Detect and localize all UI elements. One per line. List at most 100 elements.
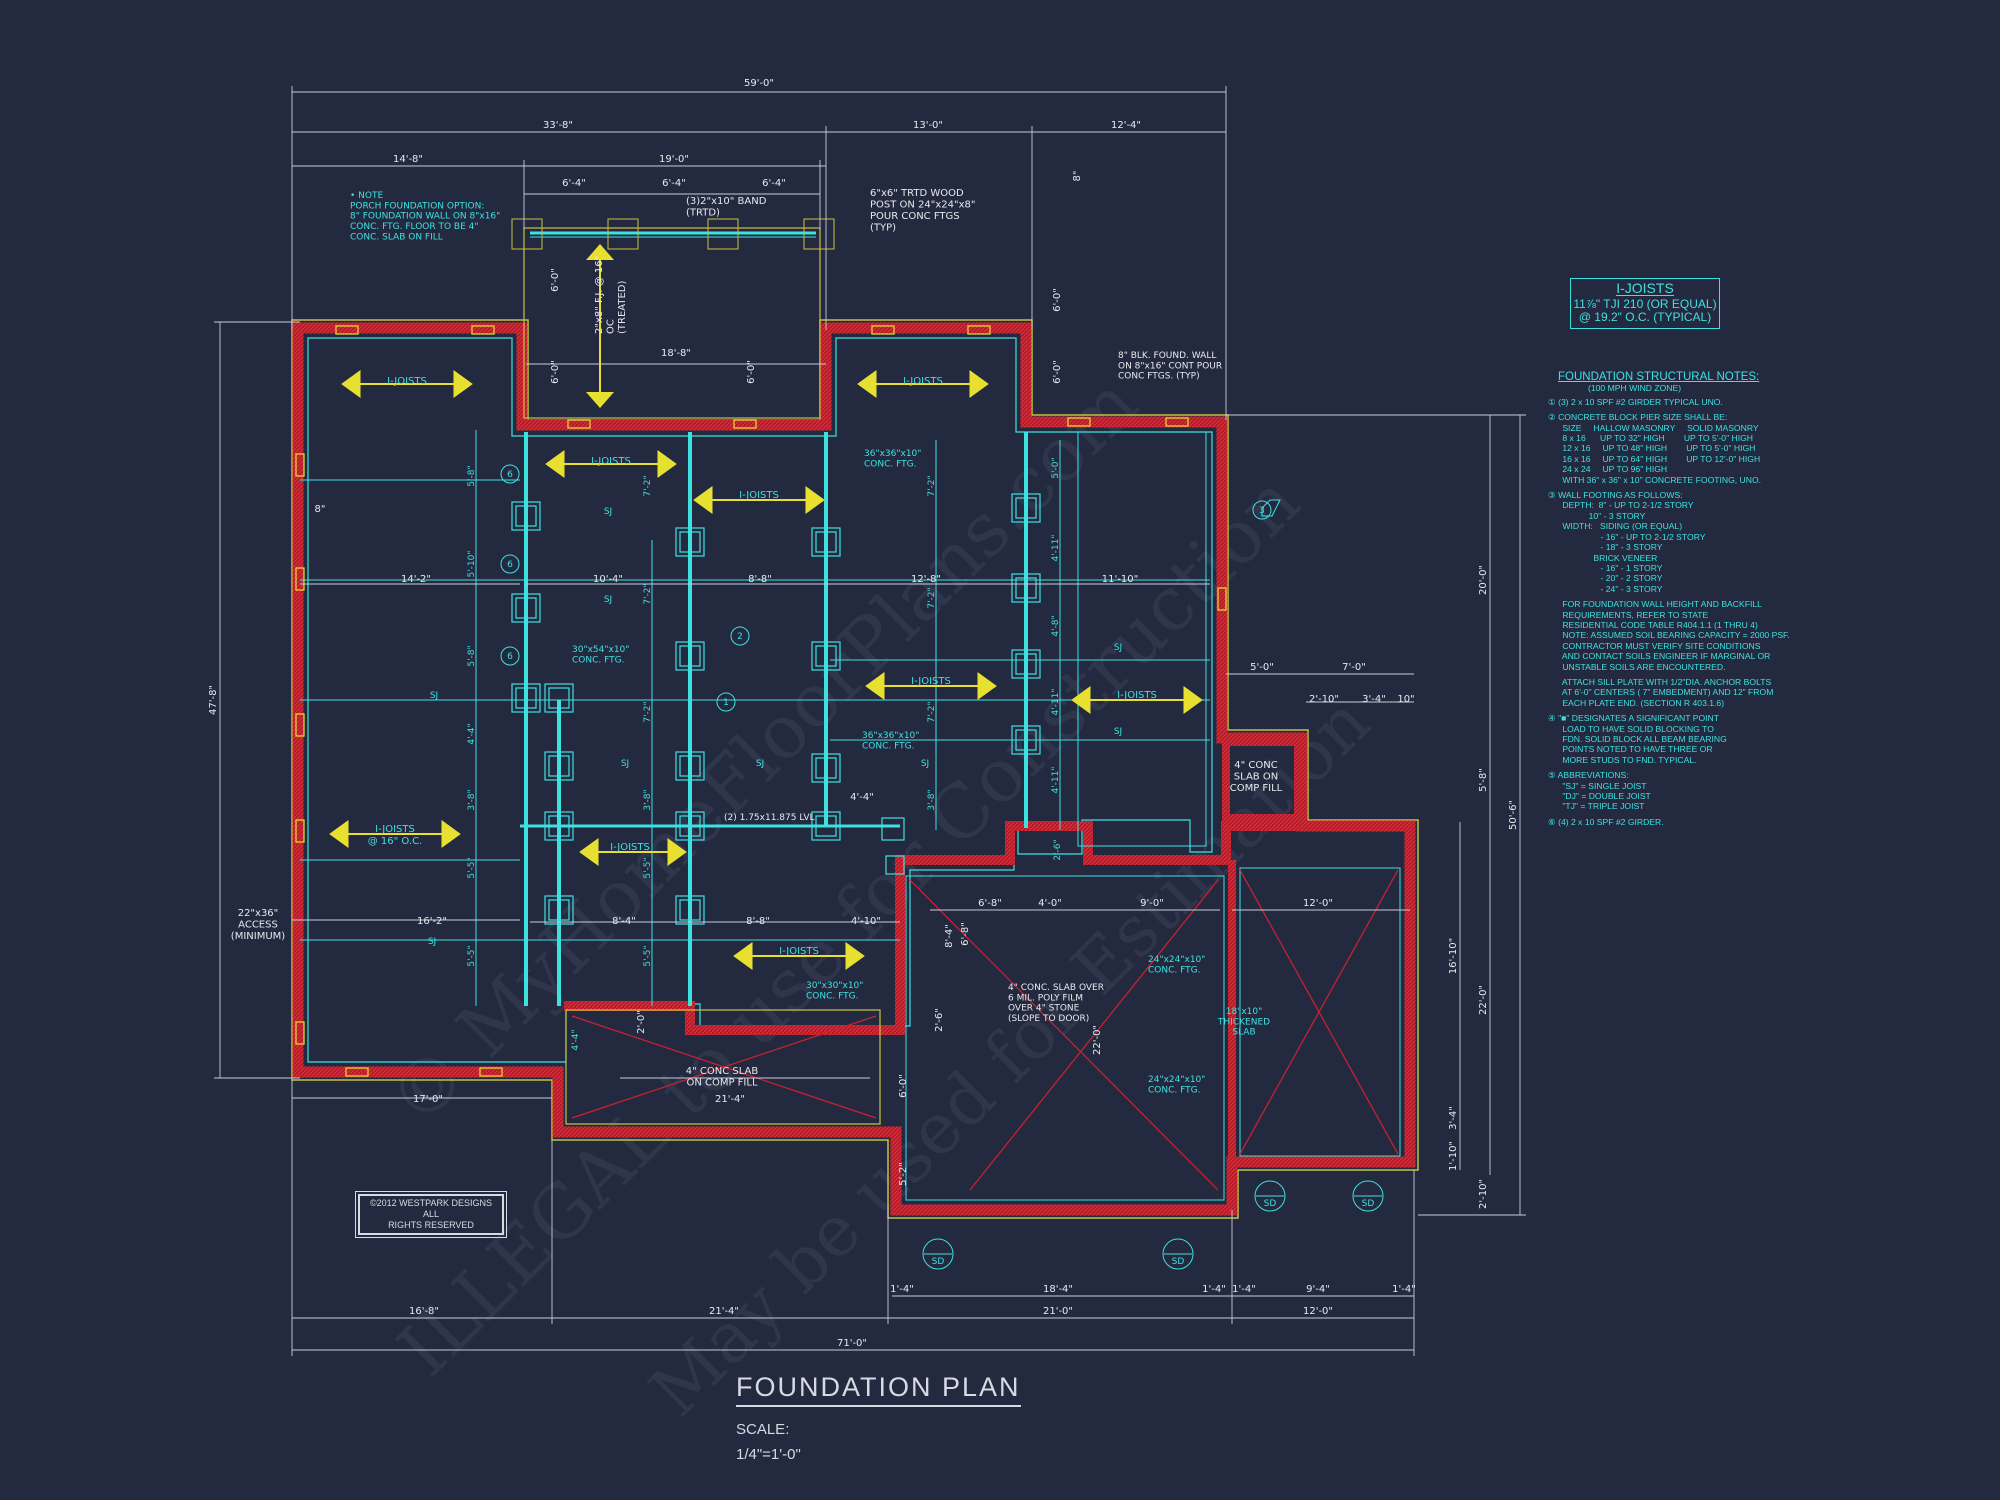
dim-v-6-0: 6'-0": [550, 360, 561, 384]
dim-right-1-10: 1'-10": [1448, 1141, 1459, 1171]
joist-label: I-JOISTS: [375, 824, 415, 835]
dim-gar-5-0: 5'-0": [1250, 662, 1274, 673]
callout-line: CONC. FTG.: [1148, 965, 1200, 975]
sj-label: SJ: [604, 595, 612, 605]
scale-label: SCALE:: [736, 1421, 790, 1438]
joist-labels: I-JOISTS I-JOISTS I-JOISTS I-JOISTS I-JO…: [368, 376, 1157, 957]
dim-v-6-0: 6'-0": [1052, 288, 1063, 312]
dim-porch-width: 19'-0": [659, 154, 689, 165]
callout-line: ON 8"x16" CONT POUR: [1118, 361, 1222, 371]
joist-label: I-JOISTS: [779, 946, 819, 957]
callout-line: 24"x24"x10": [1148, 1075, 1205, 1085]
callout-line: 4" CONC. SLAB OVER: [1008, 983, 1104, 993]
dim-room-14-2: 14'-2": [401, 574, 431, 585]
sd-label: SD: [1362, 1199, 1375, 1209]
vdim: 7'-2": [643, 583, 653, 604]
dim-right-2-10: 2'-10": [1478, 1179, 1489, 1209]
joist-oc-label: @ 16" O.C.: [368, 836, 423, 847]
dim-overall-bottom: 71'-0": [837, 1338, 867, 1349]
sj-label: SJ: [428, 937, 436, 947]
callout-line: ON COMP FILL: [686, 1078, 757, 1089]
ftg-36-label: 36"x36"x10"CONC. FTG.: [864, 449, 921, 469]
ijoist-spec-line1: 11⅞" TJI 210 (OR EQUAL): [1573, 297, 1717, 311]
callout-line: 6"x6" TRTD WOOD: [870, 188, 964, 199]
sj-label: SJ: [756, 759, 764, 769]
note-tags: [500, 464, 1281, 712]
dim-small-1-4: 1'-4": [1392, 1284, 1416, 1295]
vdim: 7'-2": [927, 587, 937, 608]
copyright-line1: ©2012 WESTPARK DESIGNS ALL: [369, 1198, 492, 1219]
dim-bottom-d: 12'-0": [1303, 1306, 1333, 1317]
ijoist-spec-line2: @ 19.2" O.C. (TYPICAL): [1578, 310, 1712, 324]
callout-line: 24"x24"x10": [1148, 955, 1205, 965]
joist-label: I-JOISTS: [591, 456, 631, 467]
title-block: FOUNDATION PLAN SCALE: 1/4"=1'-0": [736, 1372, 1021, 1463]
callout-line: CONC. FTG.: [806, 991, 858, 1001]
vdim: 5'-10": [467, 550, 477, 577]
callout-line: (SLOPE TO DOOR): [1008, 1014, 1089, 1024]
structural-note-item: ④ "■" DESIGNATES A SIGNIFICANT POINT LOA…: [1548, 713, 1727, 765]
sj-label: SJ: [430, 691, 438, 701]
sd-label: SD: [932, 1257, 945, 1267]
vdim: 7'-2": [927, 701, 937, 722]
vdim: 7'-2": [643, 475, 653, 496]
dim-room-11-10: 11'-10": [1102, 574, 1138, 585]
callout-line: 2"x8" F.J. @ 16": [594, 256, 605, 334]
dim-room-16-2: 16'-2": [417, 916, 447, 927]
sj-label: SJ: [604, 507, 612, 517]
dim-bottom-a: 16'-8": [409, 1306, 439, 1317]
vdim: 3'-8": [927, 789, 937, 810]
callout-line: (MINIMUM): [231, 931, 285, 942]
dim-porch-seg3: 6'-4": [762, 178, 786, 189]
svg-text:2: 2: [737, 632, 743, 642]
dim-top-b: 13'-0": [913, 120, 943, 131]
dim-v-6-0: 6'-0": [746, 360, 757, 384]
vdim: 2'-6": [1053, 839, 1063, 860]
ftg-24b-label: 24"x24"x10"CONC. FTG.: [1148, 1075, 1205, 1095]
joist-label: I-JOISTS: [911, 676, 951, 687]
front-porch: [511, 218, 835, 419]
callout-line: (3)2"x10" BAND: [686, 196, 767, 207]
callout-line: 6 MIL. POLY FILM: [1008, 993, 1083, 1003]
callout-line: 8" BLK. FOUND. WALL: [1118, 351, 1216, 361]
dim-gar-22-0: 22'-0": [1092, 1025, 1103, 1055]
dim-porch-left: 14'-8": [393, 154, 423, 165]
callout-line: 36"x36"x10": [864, 449, 921, 459]
joist-label: I-JOISTS: [903, 376, 943, 387]
sd-symbols: [922, 1180, 1384, 1270]
svg-text:6: 6: [507, 560, 513, 570]
dim-gar-4-0: 4'-0": [1038, 898, 1062, 909]
structural-note-item: ② CONCRETE BLOCK PIER SIZE SHALL BE: SIZ…: [1548, 412, 1762, 485]
dim-right-overall: 50'-6": [1508, 800, 1519, 830]
dim-overall-top: 59'-0": [744, 78, 774, 89]
sj-label: SJ: [921, 759, 929, 769]
callout-line: 36"x36"x10": [862, 731, 919, 741]
callout-line: CONC. SLAB ON FILL: [350, 232, 443, 242]
callout-line: OVER 4" STONE: [1008, 1004, 1080, 1014]
dim-v-6-0: 6'-0": [550, 268, 561, 292]
dim-right-16-10: 16'-10": [1448, 938, 1459, 974]
structural-notes-heading: FOUNDATION STRUCTURAL NOTES:: [1558, 371, 1760, 383]
callout-line: 30"x30"x10": [806, 981, 863, 991]
structural-note-item: ⑥ (4) 2 x 10 SPF #2 GIRDER.: [1548, 816, 1664, 827]
dim-v-8: 8": [315, 504, 326, 515]
ijoist-spec-box: I-JOISTS 11⅞" TJI 210 (OR EQUAL) @ 19.2"…: [1570, 278, 1720, 329]
callout-line: • NOTE: [350, 191, 383, 201]
callout-line: CONC. FTG.: [864, 459, 916, 469]
scale-value: 1/4"=1'-0": [736, 1446, 801, 1463]
structural-note-item: FOR FOUNDATION WALL HEIGHT AND BACKFILL …: [1561, 599, 1790, 672]
vdim: 4'-11": [1051, 534, 1061, 561]
dim-bottom-b: 21'-4": [709, 1306, 739, 1317]
dim-right-20-0: 20'-0": [1478, 565, 1489, 595]
note-tag-numbers: 3 666 21: [507, 470, 1265, 708]
ftg-30-label: 30"x30"x10"CONC. FTG.: [806, 981, 863, 1001]
callout-line: CONC. FTG.: [572, 655, 624, 665]
dim-right-5-8: 5'-8": [1478, 768, 1489, 792]
dim-gar-6-8: 6'-8": [978, 898, 1002, 909]
callout-line: SLAB: [1232, 1028, 1255, 1038]
